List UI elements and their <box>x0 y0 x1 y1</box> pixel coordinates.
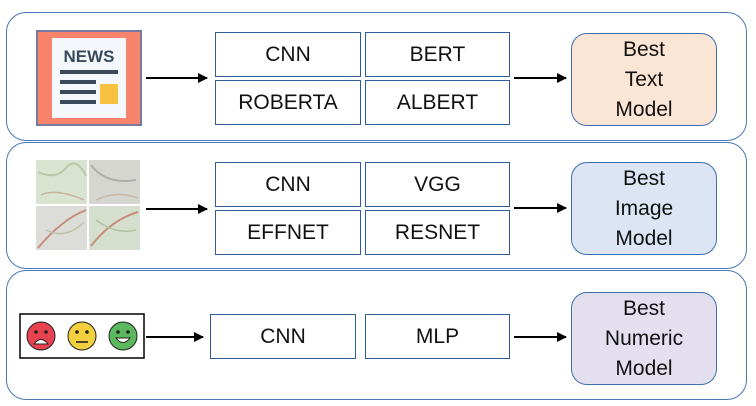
model-box-cnn: CNN <box>215 32 361 77</box>
model-box-bert: BERT <box>365 32 510 77</box>
model-box-resnet: RESNET <box>365 210 510 255</box>
model-box-roberta: ROBERTA <box>215 80 361 125</box>
model-box-cnn-numeric: CNN <box>210 314 356 359</box>
best-text-model: Best Text Model <box>571 33 717 126</box>
model-box-albert: ALBERT <box>365 80 510 125</box>
satellite-map-icon <box>36 160 140 250</box>
best-text-line2: Text <box>624 67 664 91</box>
best-numeric-line2: Numeric <box>604 326 684 350</box>
best-text-line1: Best <box>622 37 665 61</box>
model-box-mlp: MLP <box>365 314 510 359</box>
sad-face-icon <box>26 321 56 351</box>
model-box-cnn-image: CNN <box>215 162 361 207</box>
happy-face-icon <box>108 321 138 351</box>
neutral-face-icon <box>67 321 97 351</box>
model-box-vgg: VGG <box>365 162 510 207</box>
best-numeric-line1: Best <box>622 296 666 320</box>
news-icon-label: NEWS <box>64 47 115 66</box>
news-icon: NEWS <box>36 30 142 126</box>
best-image-line2: Image <box>614 196 674 220</box>
best-numeric-line3: Model <box>615 356 673 380</box>
emoji-faces-icon <box>19 313 145 359</box>
model-box-effnet: EFFNET <box>215 210 361 255</box>
best-text-line3: Model <box>615 97 673 121</box>
best-image-line3: Model <box>615 226 673 250</box>
best-image-model: Best Image Model <box>571 162 717 255</box>
best-image-line1: Best <box>622 166 666 190</box>
best-numeric-model: Best Numeric Model <box>571 292 717 385</box>
